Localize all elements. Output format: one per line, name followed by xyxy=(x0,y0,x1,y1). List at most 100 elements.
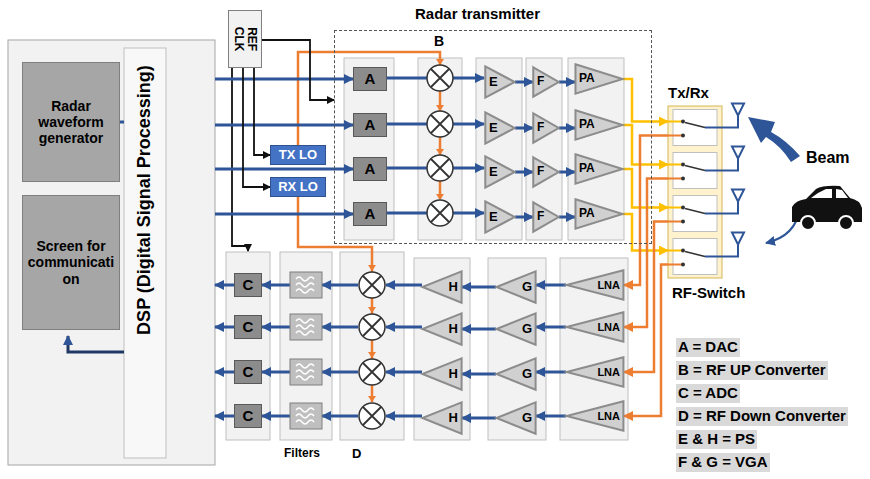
amplifier-triangle: H xyxy=(422,271,462,303)
triangle-shape xyxy=(496,358,535,389)
amplifier-triangle: E xyxy=(485,201,515,233)
part-label: Filters xyxy=(284,446,320,461)
node-label: C xyxy=(243,318,254,335)
node-label: Radar transmitter xyxy=(415,5,540,22)
triangle-shape xyxy=(575,110,622,139)
converter-box: A xyxy=(353,157,387,181)
transmitter-group: Radar transmitterAAAAEEEEFFFFPAPAPAPA xyxy=(334,30,652,244)
legend-line: B = RF UP Converter xyxy=(676,361,828,380)
amplifier-triangle: F xyxy=(533,202,559,232)
triangle-shape xyxy=(567,357,624,386)
signal-connector xyxy=(215,213,353,216)
signal-connector xyxy=(623,125,668,165)
node-label: E xyxy=(489,210,498,225)
amplifier-triangle: F xyxy=(533,67,559,97)
legend-line: A = DAC xyxy=(676,338,740,357)
node-label: E xyxy=(489,75,498,90)
signal-connector xyxy=(515,127,533,130)
mixer-symbol xyxy=(359,272,385,298)
triangle-shape xyxy=(485,112,514,143)
wire xyxy=(262,326,290,329)
node-label: LNA xyxy=(597,366,620,379)
wire xyxy=(386,326,422,329)
node-label: A xyxy=(365,205,376,222)
amplifier-triangle: F xyxy=(533,157,559,187)
signal-connector xyxy=(559,171,575,174)
signal-connector xyxy=(462,417,496,420)
triangle-shape xyxy=(533,157,558,186)
car-windows xyxy=(811,189,848,198)
wire xyxy=(322,415,358,418)
node-label: Screen for communication xyxy=(27,238,115,286)
signal-connector xyxy=(559,81,575,84)
antenna-symbol xyxy=(722,147,744,171)
triangle-shape xyxy=(496,271,535,302)
wire xyxy=(386,371,422,374)
part-label: D xyxy=(352,446,361,462)
node-label: LNA xyxy=(597,279,620,292)
antenna-symbol xyxy=(722,233,744,257)
signal-connector xyxy=(215,124,353,127)
signal-connector xyxy=(243,68,270,187)
amplifier-triangle: LNA xyxy=(566,270,624,300)
wire xyxy=(262,284,290,287)
triangle-shape xyxy=(575,64,622,93)
node-label: Tx/Rx xyxy=(668,84,709,101)
node-label: A xyxy=(365,116,376,133)
function-box: Screen for communication xyxy=(22,195,120,330)
signal-connector xyxy=(215,415,234,418)
switch-symbol xyxy=(668,196,722,232)
node-label: LNA xyxy=(597,410,620,423)
node-label: PA xyxy=(579,207,595,221)
node-label: DSP (Digital Signal Processing) xyxy=(134,20,156,380)
signal-connector xyxy=(515,171,533,174)
node-label: H xyxy=(449,280,458,295)
filter-symbol xyxy=(290,272,322,298)
signal-connector xyxy=(462,373,496,376)
triangle-shape xyxy=(567,312,624,341)
node-label: E xyxy=(489,165,498,180)
triangle-outline xyxy=(533,157,559,187)
amplifier-triangle: G xyxy=(496,402,536,434)
wire xyxy=(262,371,290,374)
wire xyxy=(322,284,358,287)
filter-panel xyxy=(280,252,332,440)
legend-line: D = RF Down Converter xyxy=(676,407,848,426)
signal-connector xyxy=(215,168,353,171)
wire xyxy=(386,78,427,213)
pa-panel xyxy=(568,58,624,240)
lo-arrowheads xyxy=(368,59,444,402)
node-label: F xyxy=(537,121,544,135)
clock-box: REF CLK xyxy=(228,10,262,68)
signal-connector xyxy=(515,81,533,84)
triangle-shape xyxy=(533,113,558,142)
triangle-shape xyxy=(575,199,622,228)
wire xyxy=(453,212,484,215)
amplifier-triangle: E xyxy=(485,66,515,98)
dsp-panel xyxy=(8,40,215,465)
signal-connector xyxy=(624,265,668,417)
triangle-shape xyxy=(422,271,461,302)
amplifier-triangle: F xyxy=(533,113,559,143)
legend-line: E & H = PS xyxy=(676,430,757,449)
signal-connector xyxy=(559,216,575,219)
converter-box: C xyxy=(234,360,262,384)
node-label: F xyxy=(537,75,544,89)
wire xyxy=(386,284,422,287)
converter-box: C xyxy=(234,404,262,428)
amplifier-triangle: PA xyxy=(575,154,623,184)
triangle-shape xyxy=(422,313,461,344)
node-label: G xyxy=(522,322,532,337)
amplifier-triangle: PA xyxy=(575,64,623,94)
clock-wire xyxy=(232,68,248,251)
triangle-shape xyxy=(496,402,535,433)
node-label: F xyxy=(537,210,544,224)
node-label: Radar waveform generator xyxy=(27,98,115,146)
node-label: LNA xyxy=(597,321,620,334)
amplifier-triangle: PA xyxy=(575,110,623,140)
triangle-shape xyxy=(422,402,461,433)
adc-panel xyxy=(226,252,270,440)
amplifier-triangle: LNA xyxy=(566,357,624,387)
node-label: G xyxy=(522,411,532,426)
wire xyxy=(453,77,484,80)
